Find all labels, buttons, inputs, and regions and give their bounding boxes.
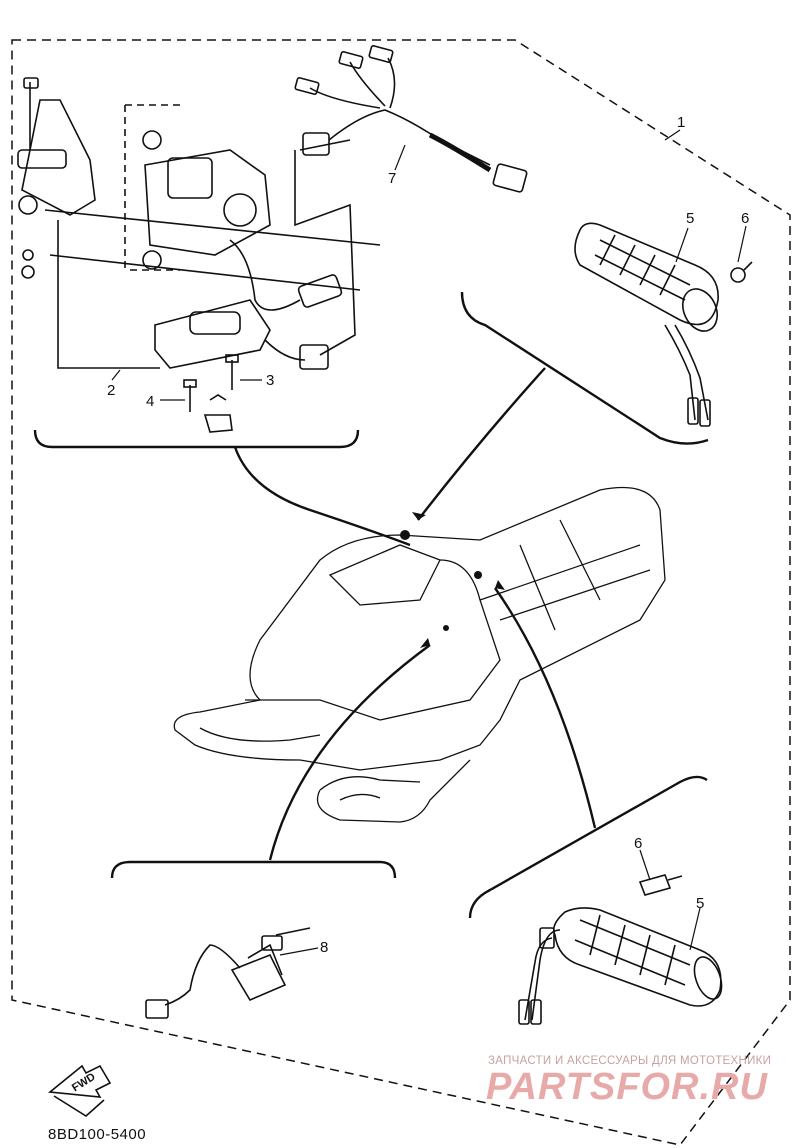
pointer-arrowheads xyxy=(412,512,505,648)
toggle-switch xyxy=(145,927,311,1019)
watermark-brand: PARTSFOR.RU xyxy=(486,1066,768,1108)
callout-3: 3 xyxy=(266,372,274,389)
watermark-tagline: ЗАПЧАСТИ И АКСЕССУАРЫ ДЛЯ МОТОТЕХНИКИ xyxy=(488,1055,772,1067)
group-bracket-top-right xyxy=(460,291,709,445)
vehicle-part-marks xyxy=(400,530,482,631)
callout-5-bottom: 5 xyxy=(696,895,704,912)
wiring-harness xyxy=(294,45,528,193)
kit-boundary-dashed xyxy=(11,39,791,1146)
grip-top-right xyxy=(574,222,753,427)
group-bracket-bottom-center xyxy=(110,860,397,879)
callout-4: 4 xyxy=(146,393,154,410)
callout-7: 7 xyxy=(388,170,396,187)
pointer-lines xyxy=(233,367,597,861)
callout-leaders xyxy=(111,129,747,956)
group-base-bracket xyxy=(33,429,360,449)
callout-5-top: 5 xyxy=(686,210,694,227)
callout-2: 2 xyxy=(107,382,115,399)
grip-bottom-right xyxy=(518,874,723,1025)
callout-labels: 1 2 3 4 5 6 7 5 6 8 xyxy=(107,114,749,956)
group-bracket-bottom-right xyxy=(468,775,708,919)
part-code: 8BD100-5400 xyxy=(48,1126,147,1143)
detail-group-housing xyxy=(17,77,381,433)
snowmobile-body xyxy=(173,486,666,823)
callout-1: 1 xyxy=(677,114,685,131)
callout-6-bottom: 6 xyxy=(634,835,642,852)
callout-6-top: 6 xyxy=(741,210,749,227)
callout-8: 8 xyxy=(320,939,328,956)
fwd-arrow-icon: FWD xyxy=(47,1064,112,1117)
